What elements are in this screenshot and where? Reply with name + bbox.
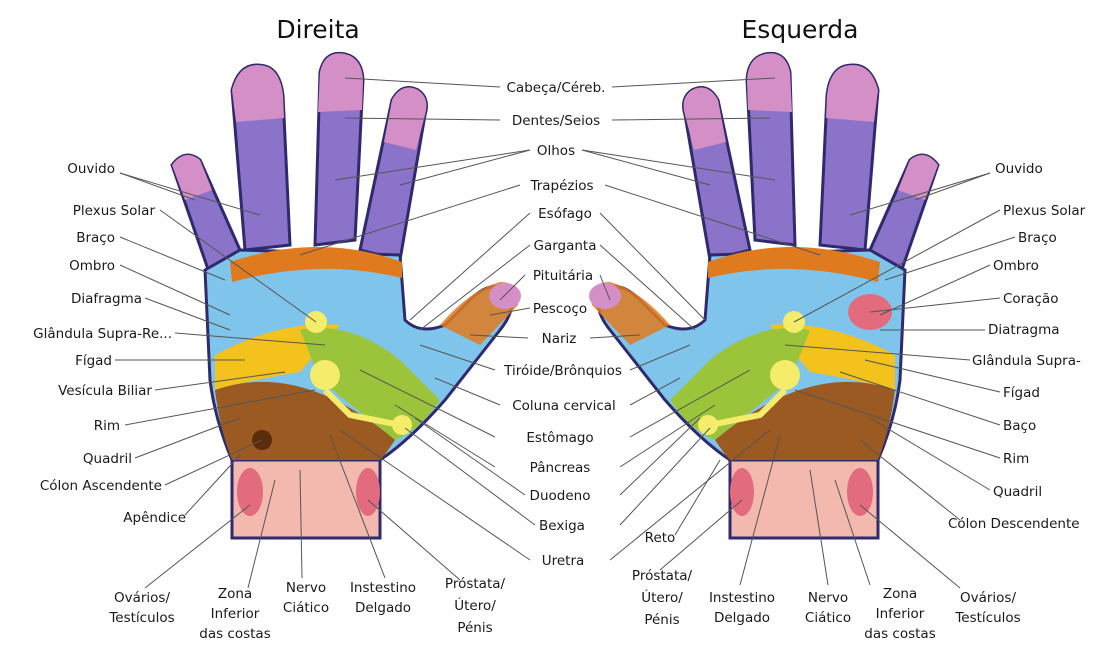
label-braco-left: Braço bbox=[76, 230, 115, 246]
label-zona-1: Zona bbox=[218, 586, 252, 602]
label-cabeca: Cabeça/Céreb. bbox=[507, 80, 606, 96]
label-diafragma-left: Diafragma bbox=[71, 291, 142, 307]
wrist-spot-left bbox=[847, 468, 873, 516]
title-left-hand: Esquerda bbox=[742, 15, 859, 44]
right-hand-illustration bbox=[172, 53, 521, 538]
label-ouvido-right: Ouvido bbox=[995, 161, 1043, 177]
label-pescoco: Pescoço bbox=[533, 301, 587, 317]
bottom-labels-right-hand: Ovários/ Testículos Zona Inferior das co… bbox=[108, 576, 505, 642]
label-nervo-l-2: Ciático bbox=[805, 610, 851, 626]
label-supra-left: Glândula Supra-Re... bbox=[33, 326, 172, 342]
label-quadril-right: Quadril bbox=[993, 484, 1042, 500]
label-plexus-right: Plexus Solar bbox=[1003, 203, 1086, 219]
label-coluna: Coluna cervical bbox=[512, 398, 616, 414]
label-braco-right: Braço bbox=[1018, 230, 1057, 246]
label-ovarios-l-1: Ovários/ bbox=[960, 590, 1016, 606]
label-coracao-right: Coração bbox=[1003, 291, 1058, 307]
wrist-spot-right bbox=[356, 468, 380, 516]
label-vesicula-left: Vesícula Biliar bbox=[58, 383, 152, 399]
fingertip-middle bbox=[747, 53, 792, 112]
adrenal-node bbox=[770, 360, 800, 390]
left-hand-illustration bbox=[589, 53, 938, 538]
wrist-spot-right bbox=[730, 468, 754, 516]
label-supra-right: Glândula Supra- bbox=[972, 353, 1081, 369]
label-colon-right: Cólon Descendente bbox=[948, 516, 1080, 532]
label-prostata-l-3: Pénis bbox=[644, 612, 679, 628]
label-plexus-left: Plexus Solar bbox=[73, 203, 156, 219]
label-zona-3: das costas bbox=[199, 626, 270, 642]
left-side-labels: Ouvido Plexus Solar Braço Ombro Diafragm… bbox=[33, 161, 186, 526]
bladder-node bbox=[698, 415, 718, 435]
label-baco-right: Baço bbox=[1003, 418, 1036, 434]
label-quadril-left: Quadril bbox=[83, 451, 132, 467]
title-right-hand: Direita bbox=[276, 15, 359, 44]
label-prostata-l-1: Próstata/ bbox=[632, 568, 693, 584]
thumb-tip bbox=[489, 283, 521, 309]
label-zona-2: Inferior bbox=[211, 606, 260, 622]
label-olhos: Olhos bbox=[537, 143, 575, 159]
label-rim-left: Rim bbox=[94, 418, 120, 434]
label-zona-l-3: das costas bbox=[864, 626, 935, 642]
label-figado-left: Fígad bbox=[75, 353, 112, 369]
label-reto: Reto bbox=[645, 530, 676, 546]
label-ovarios-2: Testículos bbox=[108, 610, 174, 626]
label-zona-l-2: Inferior bbox=[876, 606, 925, 622]
label-intestino-1: Instestino bbox=[350, 580, 416, 596]
label-dentes: Dentes/Seios bbox=[512, 113, 600, 129]
label-ovarios-l-2: Testículos bbox=[954, 610, 1020, 626]
label-garganta: Garganta bbox=[533, 238, 596, 254]
label-ombro-left: Ombro bbox=[69, 258, 115, 274]
label-nariz: Nariz bbox=[542, 331, 577, 347]
label-nervo-1: Nervo bbox=[286, 580, 326, 596]
label-nervo-l-1: Nervo bbox=[808, 590, 848, 606]
fingertip-middle bbox=[318, 53, 363, 112]
label-figado-right: Fígad bbox=[1003, 385, 1040, 401]
label-diatragma-right: Diatragma bbox=[988, 322, 1060, 338]
label-apendice-left: Apêndice bbox=[123, 510, 186, 526]
label-esofago: Esófago bbox=[538, 206, 592, 222]
label-ovarios-1: Ovários/ bbox=[114, 590, 170, 606]
label-duodeno: Duodeno bbox=[530, 488, 591, 504]
label-prostata-1: Próstata/ bbox=[445, 576, 506, 592]
label-rim-right: Rim bbox=[1003, 451, 1029, 467]
label-intestino-2: Delgado bbox=[355, 600, 411, 616]
label-intestino-l-2: Delgado bbox=[714, 610, 770, 626]
adrenal-node bbox=[310, 360, 340, 390]
label-bexiga: Bexiga bbox=[539, 518, 585, 534]
label-trapezios: Trapézios bbox=[529, 178, 593, 194]
label-nervo-2: Ciático bbox=[283, 600, 329, 616]
label-prostata-3: Pénis bbox=[457, 620, 492, 636]
bottom-labels-left-hand: Próstata/ Útero/ Pénis Instestino Delgad… bbox=[632, 568, 1021, 642]
label-tiroide: Tiróide/Brônquios bbox=[503, 363, 622, 379]
bladder-node bbox=[392, 415, 412, 435]
label-ouvido-left: Ouvido bbox=[67, 161, 115, 177]
label-pancreas: Pâncreas bbox=[530, 460, 591, 476]
label-intestino-l-1: Instestino bbox=[709, 590, 775, 606]
label-zona-l-1: Zona bbox=[883, 586, 917, 602]
label-prostata-l-2: Útero/ bbox=[641, 588, 683, 606]
label-colon-left: Cólon Ascendente bbox=[40, 478, 162, 494]
right-side-labels: Ouvido Plexus Solar Braço Ombro Coração … bbox=[948, 161, 1086, 532]
label-uretra: Uretra bbox=[542, 553, 585, 569]
label-prostata-2: Útero/ bbox=[454, 596, 496, 614]
label-pituitaria: Pituitária bbox=[533, 268, 593, 284]
wrist-spot-left bbox=[237, 468, 263, 516]
label-estomago: Estômago bbox=[526, 430, 593, 446]
label-ombro-right: Ombro bbox=[993, 258, 1039, 274]
